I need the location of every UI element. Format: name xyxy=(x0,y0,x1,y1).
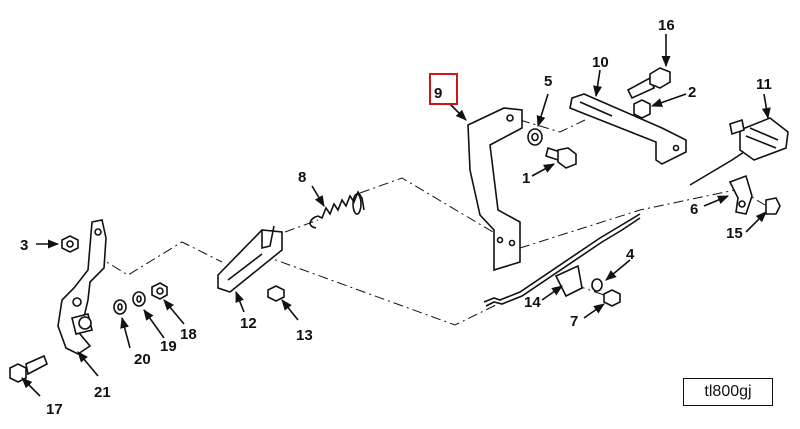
callout-2: 2 xyxy=(688,84,696,101)
callout-5: 5 xyxy=(544,73,552,90)
callout-18: 18 xyxy=(180,326,197,343)
washer-part-4 xyxy=(591,278,603,292)
callout-12: 12 xyxy=(240,315,257,332)
washer-part-19 xyxy=(132,291,146,307)
spring-part-8 xyxy=(309,190,365,229)
callout-9: 9 xyxy=(434,85,442,102)
washer-part-5 xyxy=(527,128,543,146)
cable-connector-part-11 xyxy=(689,117,789,186)
nut-part-3 xyxy=(61,235,79,253)
callout-20: 20 xyxy=(134,351,151,368)
washer-part-20 xyxy=(113,299,127,315)
callout-19: 19 xyxy=(160,338,177,355)
bolt-part-17 xyxy=(9,354,48,383)
callout-4: 4 xyxy=(626,246,635,263)
bracket-part-9 xyxy=(467,107,523,272)
callout-8: 8 xyxy=(298,169,306,186)
cable-clip-part-6 xyxy=(728,174,753,215)
callout-21: 21 xyxy=(94,384,111,401)
callout-11: 11 xyxy=(756,76,772,93)
callout-6: 6 xyxy=(690,201,698,218)
callout-14: 14 xyxy=(524,294,541,311)
callout-16: 16 xyxy=(658,17,675,34)
lever-bracket-part xyxy=(57,219,107,355)
nut-part-18 xyxy=(151,282,168,300)
callout-13: 13 xyxy=(296,327,313,344)
callout-1: 1 xyxy=(522,170,530,187)
bolt-part-1 xyxy=(545,146,577,169)
screw-part-13 xyxy=(267,285,285,302)
assembly-centerlines xyxy=(94,119,766,326)
screw-part-7 xyxy=(603,289,621,307)
screw-part-15 xyxy=(765,197,781,215)
highlighted-callout-box xyxy=(429,73,458,105)
callout-17: 17 xyxy=(46,401,63,418)
callout-15: 15 xyxy=(726,225,743,242)
figure-reference-id: tl800gj xyxy=(683,378,773,406)
callout-leaders xyxy=(21,34,771,397)
bracket-part-10 xyxy=(569,93,687,165)
callout-10: 10 xyxy=(592,54,609,71)
nut-part-2 xyxy=(633,99,651,119)
callout-3: 3 xyxy=(20,237,28,254)
bracket-part-12 xyxy=(217,225,283,293)
callout-7: 7 xyxy=(570,313,578,330)
throttle-cable-part-14 xyxy=(483,213,641,307)
bolt-part-16 xyxy=(626,67,671,100)
callout-labels: 3 21 17 20 19 18 12 13 8 9 5 1 10 2 16 1… xyxy=(20,17,772,418)
